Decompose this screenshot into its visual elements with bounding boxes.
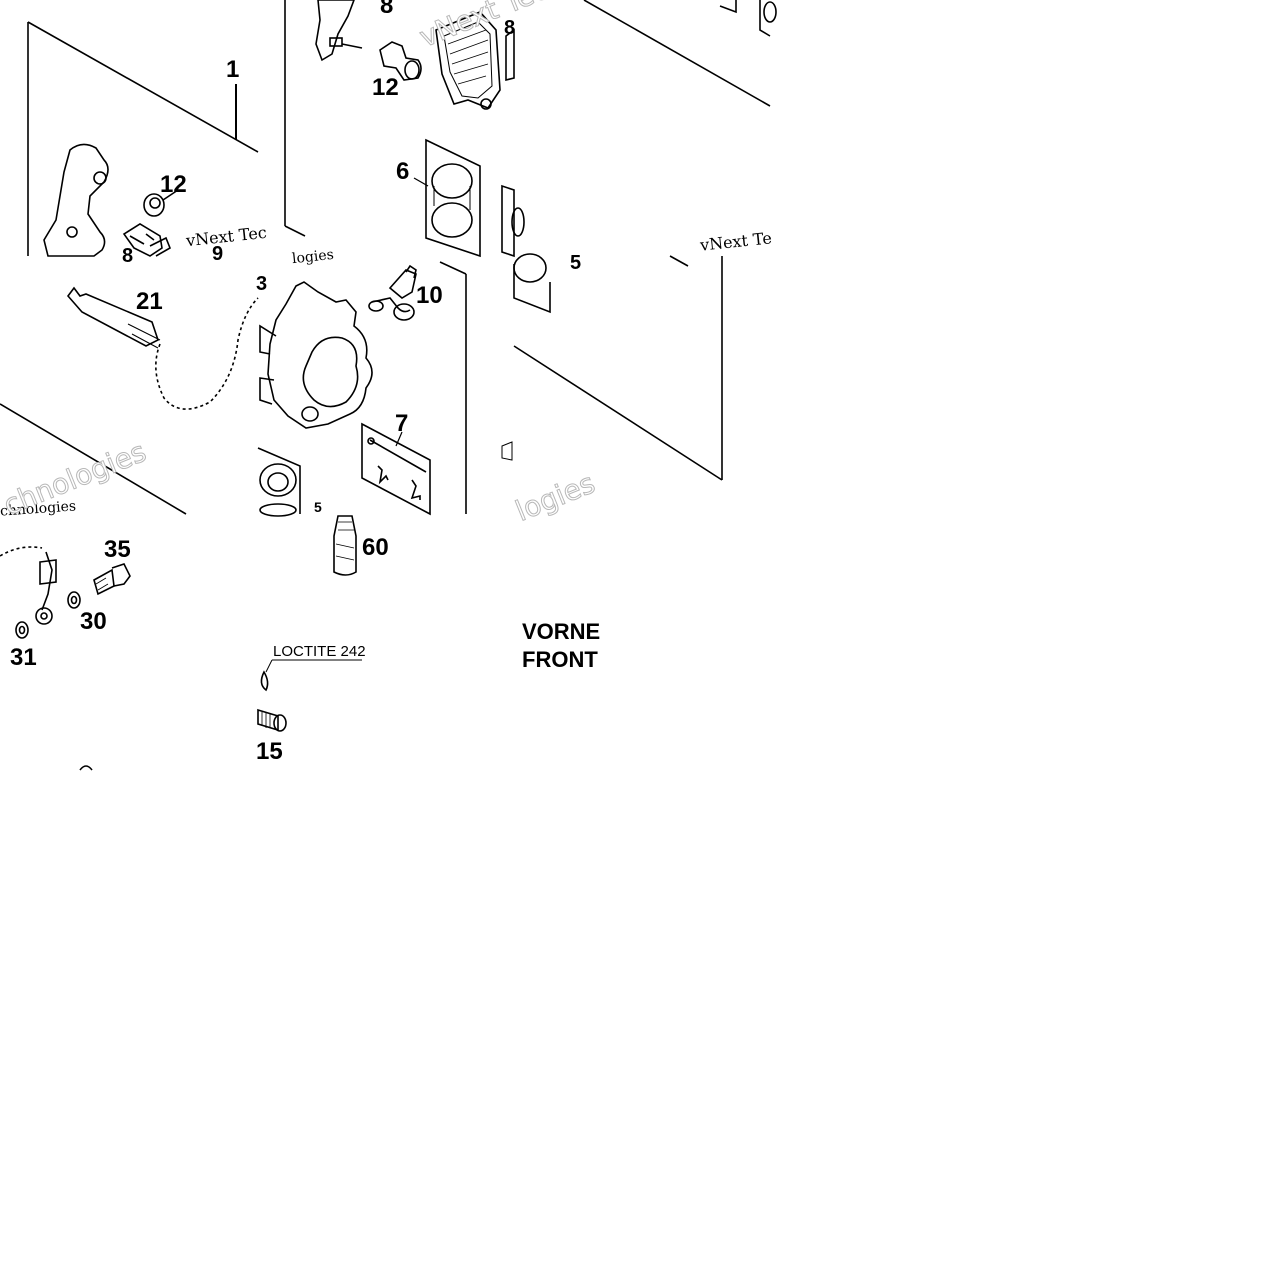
direction-label-line2: FRONT [522, 647, 598, 672]
frame-2-right-edge [501, 28, 515, 258]
banjo-bolt-35 [93, 563, 131, 596]
group-frame-3 [511, 0, 777, 237]
spring-clip-8 [122, 223, 163, 257]
callout-60: 60 [362, 534, 389, 561]
group-frame-1 [27, 21, 259, 256]
watermark-text-d: logies [291, 246, 335, 268]
pin-9 [149, 236, 172, 257]
callout-8-c: 8 [504, 17, 516, 39]
group-frame-6 [501, 253, 723, 481]
callout-5-a: 5 [570, 252, 582, 274]
callout-8-a: 8 [122, 245, 134, 267]
callout-1: 1 [226, 56, 240, 83]
direction-label-line1: VORNE [522, 619, 601, 644]
washer-31 [15, 621, 29, 639]
bleed-tool-21 [66, 286, 259, 410]
guide-pin-12 [379, 41, 422, 81]
callout-21: 21 [136, 288, 163, 315]
pin-clip-set-7 [361, 422, 431, 516]
washer-30 [67, 591, 81, 609]
bleeder-valve-10 [368, 264, 417, 321]
callout-9: 9 [212, 243, 224, 265]
callout-15: 15 [256, 738, 283, 765]
loctite-leader [260, 659, 362, 692]
caliper-bracket-upper [315, 0, 363, 62]
group-frame-4 [0, 403, 187, 515]
bolt-head-partial [79, 765, 93, 771]
callout-31: 31 [10, 644, 37, 671]
loctite-note: LOCTITE 242 [273, 643, 366, 660]
callout-12-b: 12 [372, 74, 399, 101]
callout-10: 10 [416, 282, 443, 309]
callout-6: 6 [396, 158, 410, 185]
caliper-bracket [43, 143, 109, 257]
caliper-housing [259, 281, 373, 429]
callout-12-a: 12 [160, 171, 187, 198]
group-frame-5 [439, 261, 467, 514]
grease-tube-60 [333, 515, 357, 576]
seal-ring-5 [257, 447, 301, 517]
brake-hose [0, 546, 57, 625]
callout-7: 7 [395, 410, 409, 437]
screw-15 [257, 708, 287, 732]
callout-30: 30 [80, 608, 107, 635]
callout-8-b: 8 [380, 0, 394, 19]
bushing-12 [143, 189, 179, 217]
callout-3: 3 [256, 273, 268, 295]
callout-35: 35 [104, 536, 131, 563]
group-frame-2 [284, 0, 306, 237]
callout-5-b: 5 [314, 499, 322, 515]
brake-pad [435, 11, 501, 110]
piston-set-6 [413, 138, 481, 258]
